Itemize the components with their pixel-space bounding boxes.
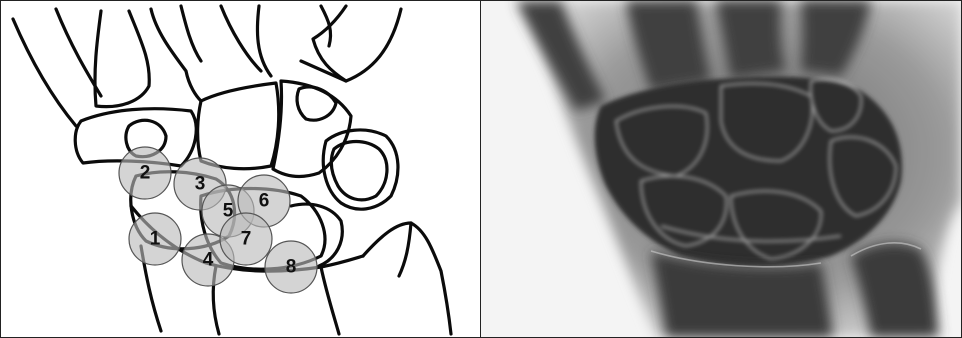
marker-1-label: 1	[150, 229, 161, 250]
line-drawing-panel: 1 2 3 4 5 6 7	[0, 0, 481, 338]
marker-2-label: 2	[140, 163, 151, 184]
marker-4-label: 4	[203, 250, 214, 271]
marker-7: 7	[220, 213, 272, 265]
marker-8: 8	[265, 241, 317, 293]
marker-8-label: 8	[286, 257, 297, 278]
marker-2: 2	[119, 147, 171, 199]
marker-3-label: 3	[195, 174, 206, 195]
marker-6-label: 6	[259, 191, 270, 212]
marker-layer: 1 2 3 4 5 6 7	[1, 1, 480, 337]
marker-1: 1	[129, 213, 181, 265]
xray-panel	[481, 0, 962, 338]
wrist-radiograph	[481, 1, 961, 337]
marker-7-label: 7	[241, 229, 252, 250]
